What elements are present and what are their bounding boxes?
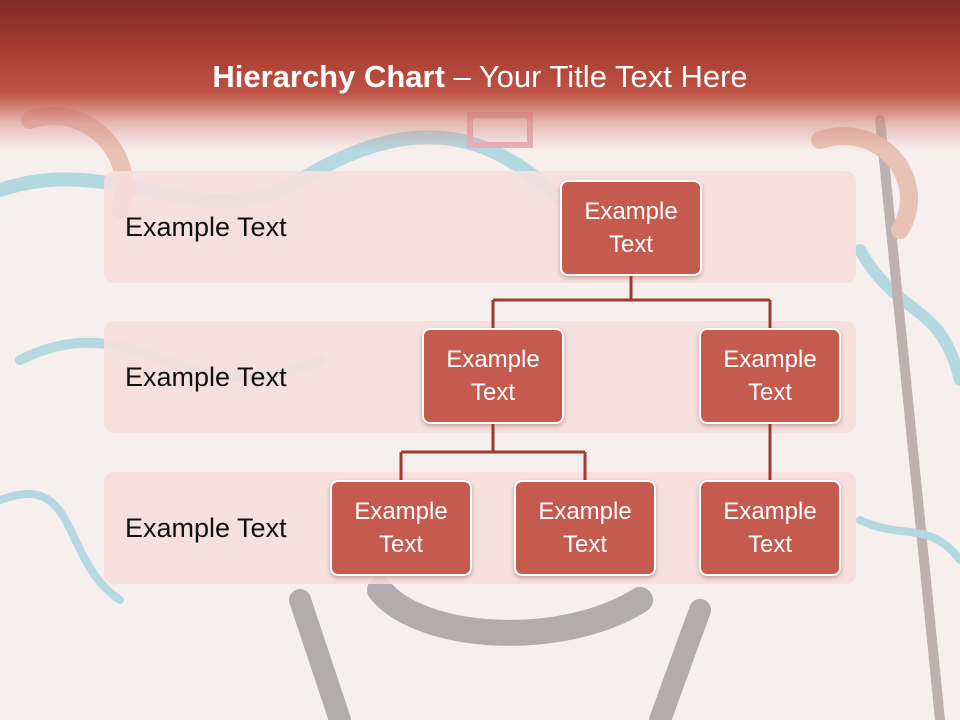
page-title: Hierarchy Chart – Your Title Text Here xyxy=(0,55,960,99)
node-level3-left-1[interactable]: Example Text xyxy=(330,480,472,576)
node-level2-left-label: Example Text xyxy=(446,346,540,406)
node-level3-right-1[interactable]: Example Text xyxy=(699,480,841,576)
level-label-1: Example Text xyxy=(125,212,287,242)
node-level3-left-2-label: Example Text xyxy=(538,498,632,558)
title-band xyxy=(0,0,960,150)
level-label-3: Example Text xyxy=(125,513,287,543)
node-level3-left-2[interactable]: Example Text xyxy=(514,480,656,576)
node-level3-right-1-label: Example Text xyxy=(723,498,817,558)
node-root[interactable]: Example Text xyxy=(560,180,702,276)
level-band-1 xyxy=(104,171,856,283)
title-bold: Hierarchy Chart xyxy=(212,59,445,94)
node-root-label: Example Text xyxy=(584,198,678,258)
node-level3-left-1-label: Example Text xyxy=(354,498,448,558)
node-level2-right[interactable]: Example Text xyxy=(699,328,841,424)
node-level2-left[interactable]: Example Text xyxy=(422,328,564,424)
node-level2-right-label: Example Text xyxy=(723,346,817,406)
connector-left-to-children xyxy=(399,422,587,482)
connector-root-to-level-2 xyxy=(491,274,772,330)
level-label-2: Example Text xyxy=(125,362,287,392)
title-rest: – Your Title Text Here xyxy=(444,59,748,94)
